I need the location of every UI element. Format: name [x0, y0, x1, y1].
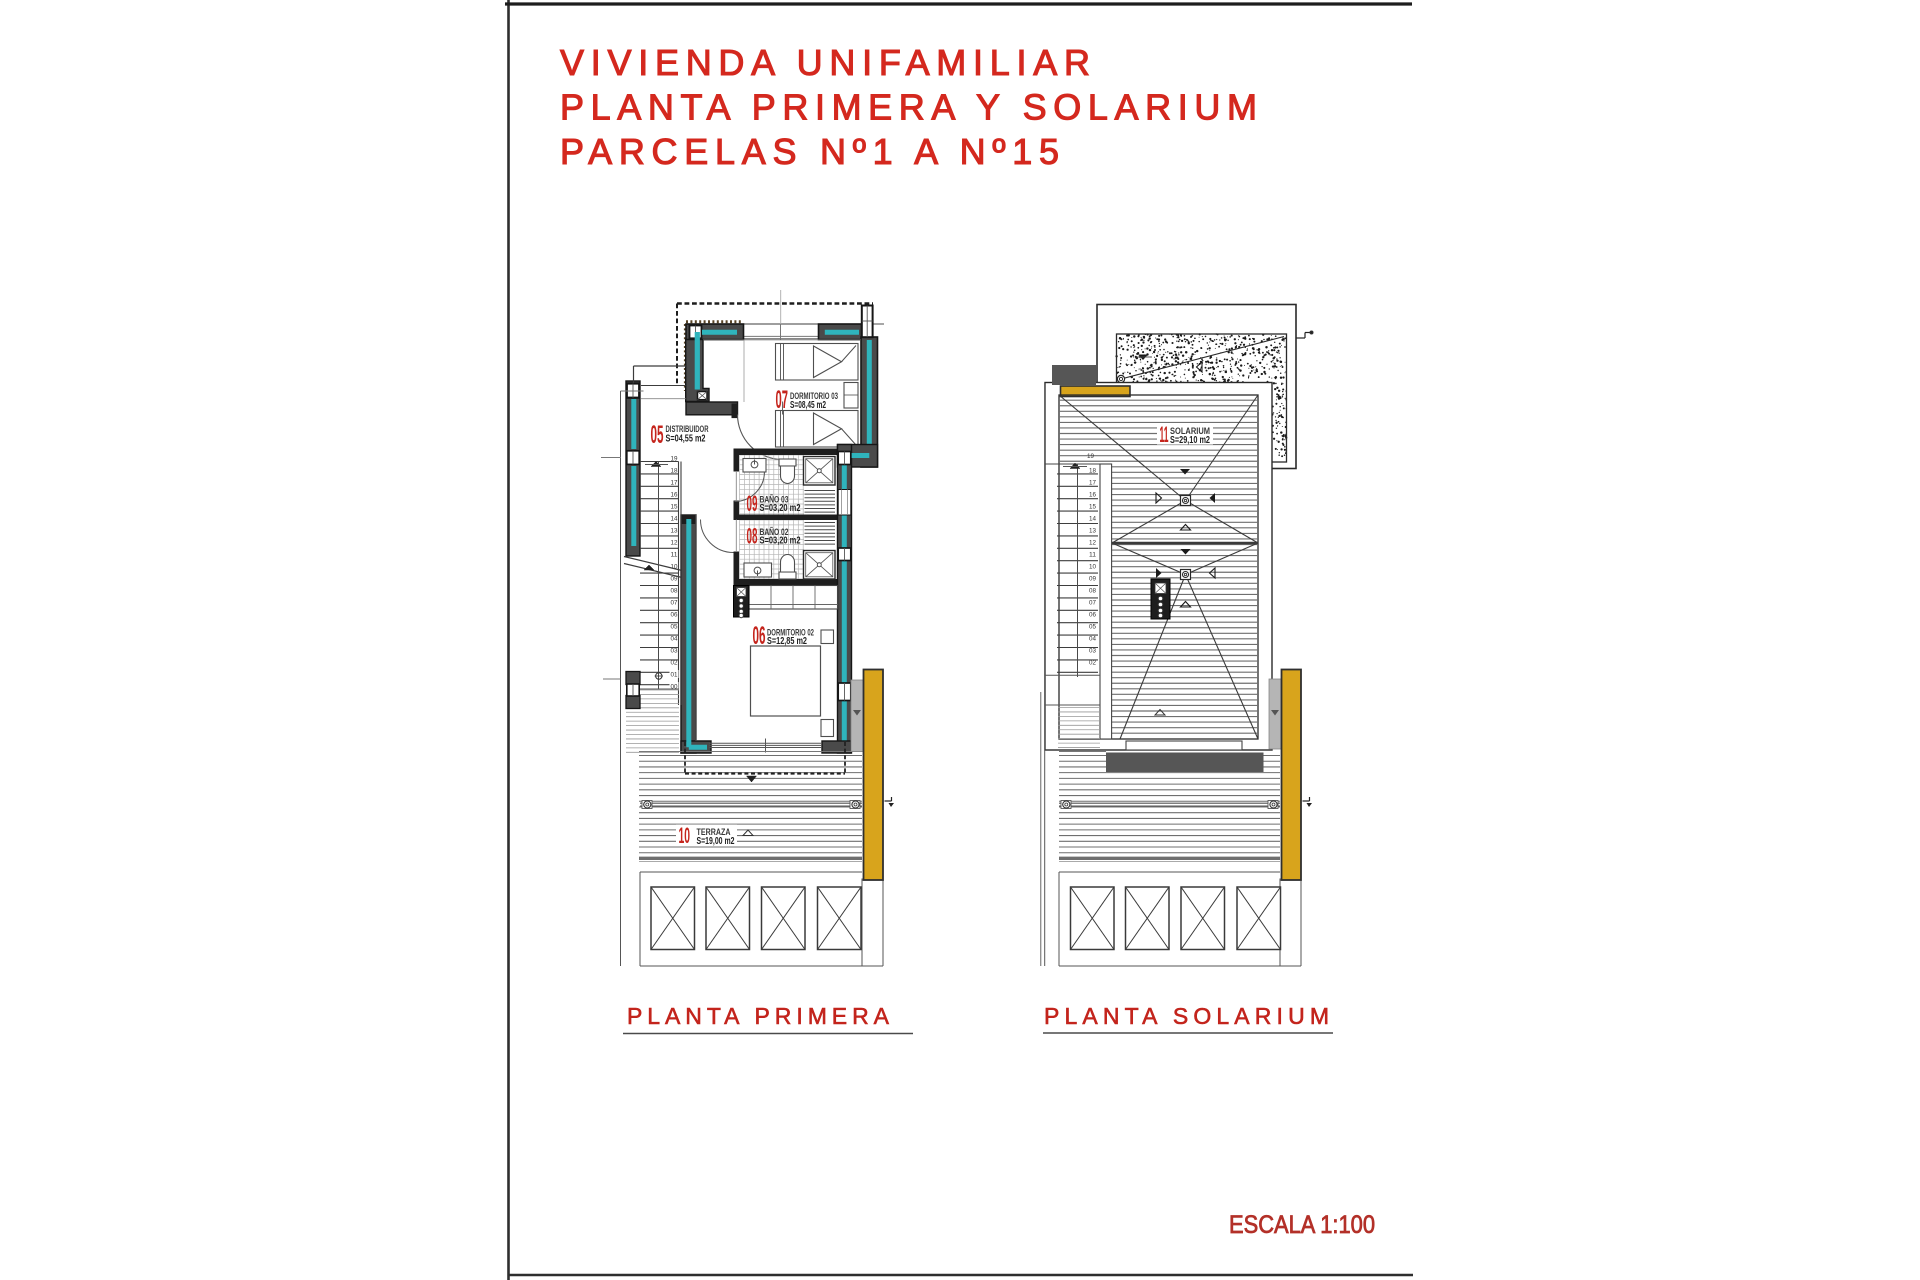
- svg-text:09: 09: [1089, 576, 1096, 583]
- svg-text:07: 07: [671, 600, 678, 607]
- svg-text:SOLARIUM: SOLARIUM: [1170, 426, 1210, 437]
- svg-text:11: 11: [671, 552, 678, 559]
- svg-text:08: 08: [671, 588, 678, 595]
- svg-text:S=12,85 m2: S=12,85 m2: [767, 635, 807, 647]
- svg-text:PARCELAS Nº1 A Nº15: PARCELAS Nº1 A Nº15: [560, 131, 1059, 172]
- svg-text:00: 00: [671, 684, 678, 691]
- svg-text:S=03,20 m2: S=03,20 m2: [760, 535, 801, 547]
- svg-text:TERRAZA: TERRAZA: [697, 827, 731, 838]
- svg-text:DORMITORIO 02: DORMITORIO 02: [767, 628, 814, 639]
- svg-text:S=03,20 m2: S=03,20 m2: [760, 502, 801, 514]
- svg-text:11: 11: [1160, 422, 1169, 447]
- svg-text:PLANTA SOLARIUM: PLANTA SOLARIUM: [1044, 1003, 1329, 1029]
- svg-text:S=19,00 m2: S=19,00 m2: [697, 835, 735, 847]
- svg-text:08: 08: [747, 524, 758, 549]
- svg-text:S=08,45 m2: S=08,45 m2: [790, 399, 826, 411]
- svg-text:15: 15: [1089, 504, 1096, 511]
- svg-text:07: 07: [776, 386, 789, 414]
- svg-text:16: 16: [1089, 492, 1096, 499]
- svg-text:18: 18: [1089, 468, 1096, 475]
- svg-text:12: 12: [671, 540, 678, 547]
- svg-text:09: 09: [747, 491, 758, 516]
- svg-text:DISTRIBUIDOR: DISTRIBUIDOR: [666, 424, 709, 435]
- svg-text:17: 17: [671, 480, 678, 487]
- svg-text:BAÑO 02: BAÑO 02: [760, 527, 789, 538]
- svg-text:05: 05: [671, 624, 678, 631]
- svg-text:16: 16: [671, 492, 678, 499]
- svg-text:03: 03: [671, 648, 678, 655]
- svg-text:06: 06: [753, 622, 766, 650]
- svg-text:06: 06: [1089, 612, 1096, 619]
- svg-text:PLANTA PRIMERA: PLANTA PRIMERA: [627, 1003, 890, 1029]
- svg-text:13: 13: [1089, 528, 1096, 535]
- svg-text:17: 17: [1089, 480, 1096, 487]
- svg-text:11: 11: [1089, 552, 1096, 559]
- svg-text:14: 14: [671, 516, 678, 523]
- svg-text:15: 15: [671, 504, 678, 511]
- svg-text:02: 02: [1089, 660, 1096, 667]
- svg-text:10: 10: [1089, 564, 1096, 571]
- svg-text:18: 18: [671, 468, 678, 475]
- svg-text:07: 07: [1089, 600, 1096, 607]
- svg-text:PLANTA PRIMERA Y SOLARIUM: PLANTA PRIMERA Y SOLARIUM: [560, 87, 1257, 128]
- svg-text:10: 10: [671, 564, 678, 571]
- svg-text:DORMITORIO 03: DORMITORIO 03: [790, 391, 838, 402]
- svg-text:06: 06: [671, 612, 678, 619]
- svg-text:ESCALA 1:100: ESCALA 1:100: [1229, 1211, 1375, 1239]
- svg-text:01: 01: [671, 672, 678, 679]
- svg-text:05: 05: [651, 421, 664, 449]
- svg-text:BAÑO 03: BAÑO 03: [760, 495, 789, 506]
- svg-text:03: 03: [1089, 648, 1096, 655]
- svg-text:09: 09: [671, 576, 678, 583]
- svg-text:19: 19: [671, 456, 678, 463]
- svg-text:08: 08: [1089, 588, 1096, 595]
- svg-text:04: 04: [1089, 636, 1096, 643]
- svg-text:S=04,55 m2: S=04,55 m2: [666, 433, 706, 445]
- svg-text:04: 04: [671, 636, 678, 643]
- svg-text:10: 10: [679, 823, 691, 848]
- svg-text:S=29,10 m2: S=29,10 m2: [1170, 434, 1210, 446]
- svg-text:02: 02: [671, 660, 678, 667]
- svg-text:13: 13: [671, 528, 678, 535]
- svg-text:05: 05: [1089, 624, 1096, 631]
- svg-text:12: 12: [1089, 540, 1096, 547]
- svg-text:14: 14: [1089, 516, 1096, 523]
- svg-text:19: 19: [1087, 453, 1094, 460]
